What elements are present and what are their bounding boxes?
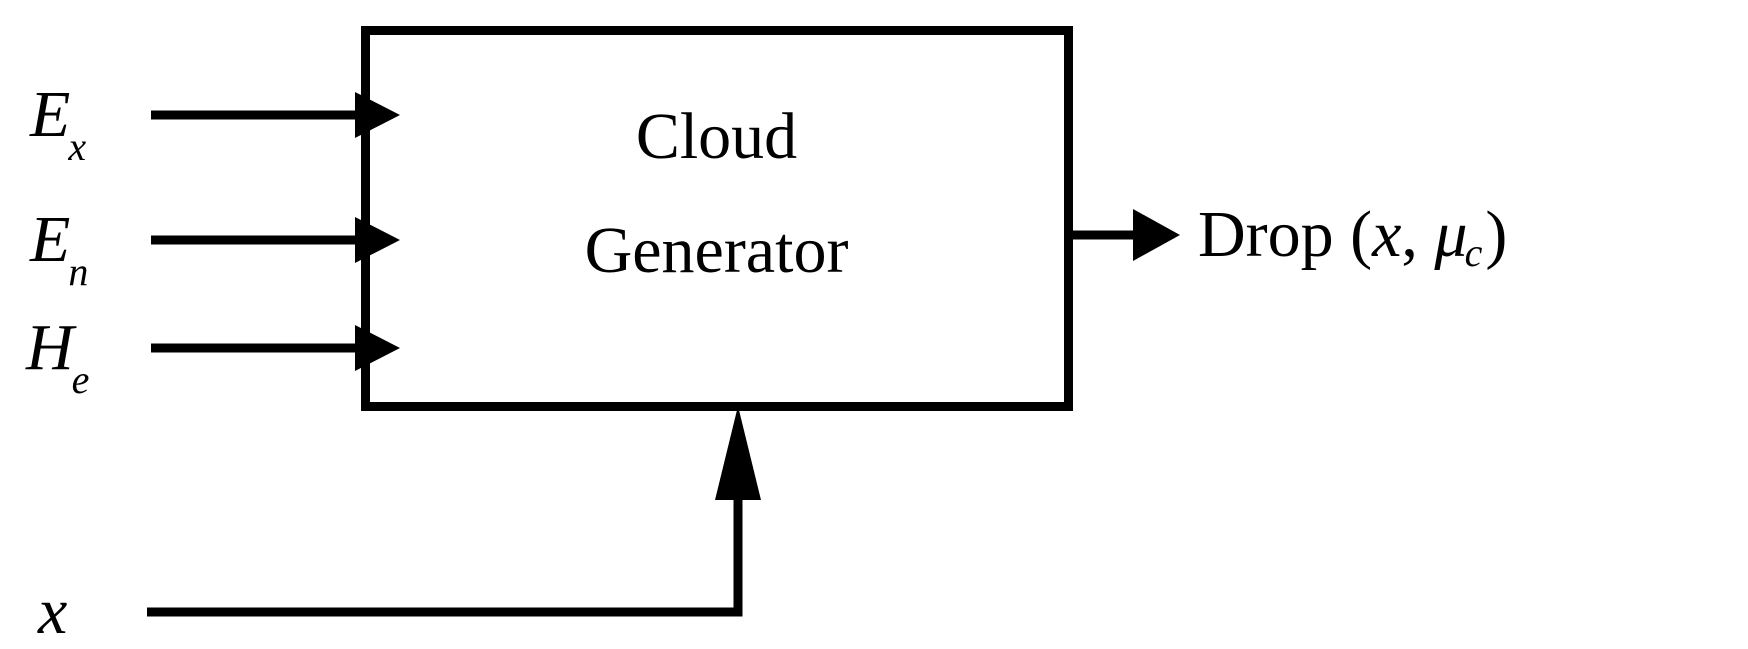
label-ex: Ex bbox=[30, 82, 88, 167]
input-arrow-en bbox=[151, 217, 400, 263]
cloud-generator-label-line1: Cloud bbox=[635, 100, 798, 173]
label-drop-arg1: x bbox=[1372, 198, 1402, 271]
label-ex-base: E bbox=[30, 78, 71, 151]
label-en-base: E bbox=[30, 203, 71, 276]
label-x-bottom-base: x bbox=[38, 575, 68, 648]
label-x-bottom: x bbox=[38, 579, 67, 645]
input-arrow-he bbox=[151, 325, 400, 371]
label-drop-prefix: Drop ( bbox=[1198, 198, 1373, 271]
label-ex-subscript: x bbox=[68, 124, 87, 170]
label-drop-suffix: ) bbox=[1485, 198, 1508, 271]
output-arrow-drop bbox=[1068, 209, 1180, 261]
input-arrow-ex bbox=[151, 92, 400, 138]
cloud-generator-box bbox=[361, 26, 1073, 411]
label-drop-output: Drop (x, μc) bbox=[1198, 202, 1507, 273]
label-drop-mu-subscript: c bbox=[1464, 230, 1483, 275]
label-drop-separator: , bbox=[1401, 198, 1435, 271]
input-arrow-x-bottom bbox=[147, 406, 761, 617]
label-he: He bbox=[26, 315, 91, 400]
label-en: En bbox=[30, 207, 90, 292]
cloud-generator-label: Cloud Generator bbox=[365, 80, 1068, 307]
label-he-subscript: e bbox=[71, 357, 90, 403]
label-drop-mu-symbol: μ bbox=[1434, 198, 1468, 271]
cloud-generator-label-line2: Generator bbox=[584, 213, 849, 287]
label-he-base: H bbox=[26, 311, 74, 384]
label-en-subscript: n bbox=[68, 249, 89, 295]
